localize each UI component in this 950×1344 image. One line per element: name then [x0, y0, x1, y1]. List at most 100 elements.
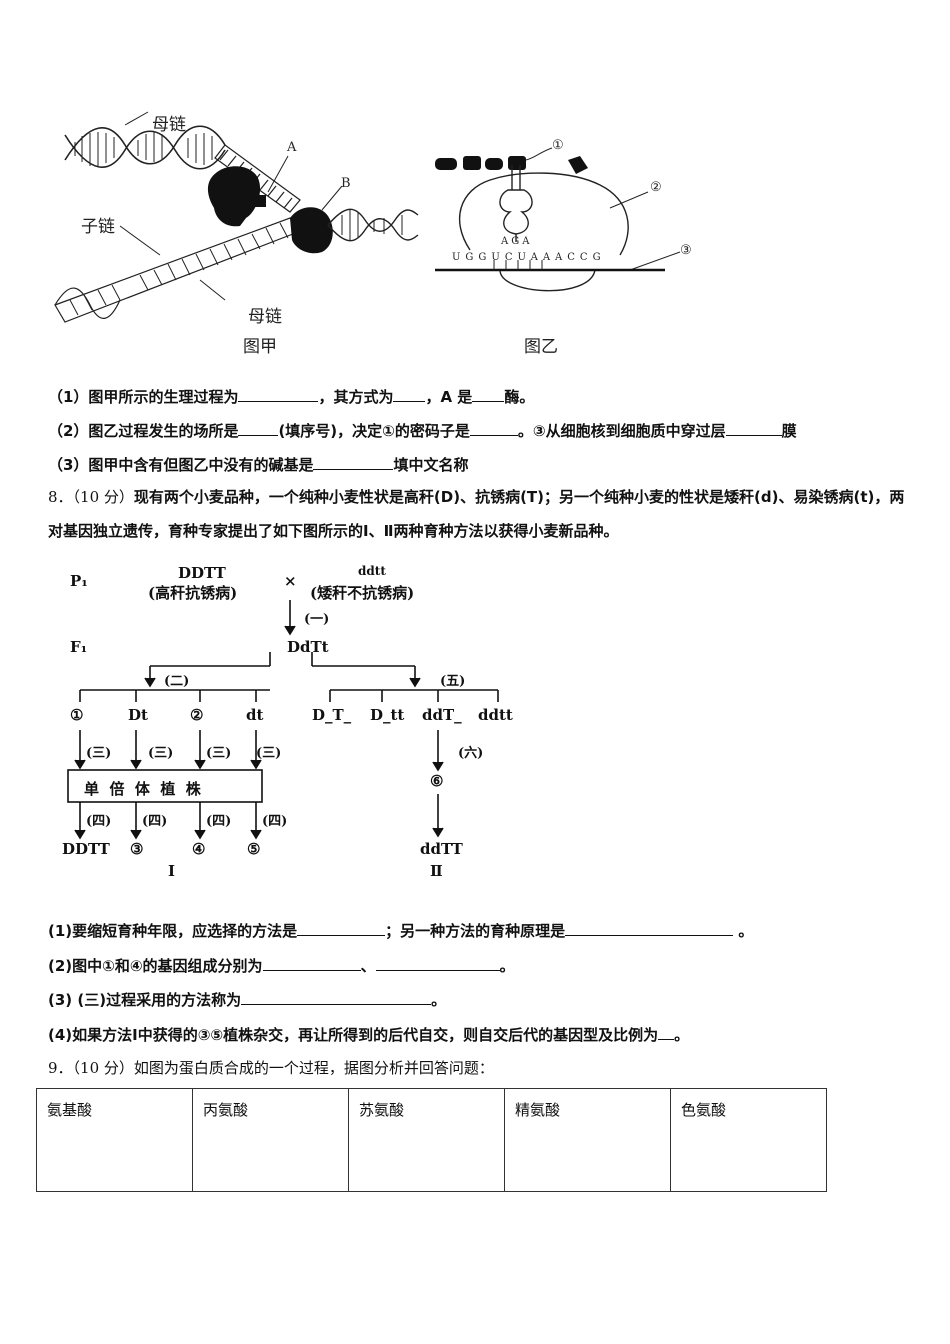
- f1-label: F₁: [70, 638, 88, 656]
- q7-line3-text-a: （3）图甲中含有但图乙中没有的碱基是: [48, 456, 314, 474]
- q8-sub-2: (2)图中①和④的基因组成分别为 、 。: [48, 955, 515, 976]
- q9-stem: 9．（10 分）如图为蛋白质合成的一个过程，据图分析并回答问题：: [48, 1057, 494, 1078]
- right-result-item: ddTT: [420, 840, 463, 858]
- marker-1: ①: [552, 138, 564, 153]
- answer-blank[interactable]: [375, 956, 500, 971]
- left-result-item: ③: [130, 840, 144, 858]
- top-helix: [64, 125, 226, 170]
- step-4-label: (四): [86, 814, 112, 829]
- step-1-label: (一): [304, 612, 330, 627]
- q7-line1-text-b: ，其方式为: [318, 388, 394, 406]
- right-helix: [327, 208, 419, 242]
- figure-jia-dna-replication: [54, 111, 419, 323]
- step-3-label: (三): [256, 746, 282, 761]
- q7-line2-text-d: 膜: [781, 422, 797, 440]
- answer-blank[interactable]: [238, 421, 279, 436]
- q8-sub4-text-b: 。: [674, 1026, 690, 1044]
- answer-blank[interactable]: [469, 421, 518, 436]
- answer-blank[interactable]: [725, 421, 782, 436]
- q8-stem: 8．（10 分）现有两个小麦品种，一个纯种小麦性状是高秆(D)、抗锈病(T)；另…: [48, 480, 910, 548]
- ribosome: [459, 172, 629, 292]
- figure-jia-caption: 图甲: [243, 337, 277, 357]
- step-3-label: (三): [206, 746, 232, 761]
- q8-sub3-text-a: (3) (三)过程采用的方法称为: [48, 991, 242, 1009]
- parent2-trait: (矮秆不抗锈病): [310, 584, 415, 602]
- q8-sub-4: (4)如果方法Ⅰ中获得的③⑤植株杂交，再让所得到的后代自交，则自交后代的基因型及…: [48, 1024, 689, 1045]
- step-5-label: (五): [440, 674, 466, 689]
- breeding-diagram: [67, 600, 499, 840]
- haploid-box-label: 单 倍 体 植 株: [84, 780, 201, 798]
- q9-number: 9．（10 分）: [48, 1059, 134, 1077]
- answer-blank[interactable]: [262, 956, 361, 971]
- q8-sub1-text-c: 。: [733, 922, 754, 940]
- mrna-sequence: UGGUCUAAACCG: [452, 252, 606, 263]
- enzyme-b-shape: [290, 207, 333, 254]
- answer-blank[interactable]: [241, 990, 432, 1005]
- amino-acid-table: 氨基酸 丙氨酸 苏氨酸 精氨酸 色氨酸: [36, 1088, 827, 1192]
- answer-blank[interactable]: [313, 455, 394, 470]
- left-row-item: dt: [246, 706, 264, 724]
- right-row-item: D_tt: [370, 706, 405, 724]
- q8-sub-3: (3) (三)过程采用的方法称为 。: [48, 989, 446, 1010]
- q8-sub4-text-a: (4)如果方法Ⅰ中获得的③⑤植株杂交，再让所得到的后代自交，则自交后代的基因型及…: [48, 1026, 659, 1044]
- figure-yi-translation: [435, 147, 681, 292]
- parent2-genotype: ddtt: [358, 564, 386, 578]
- step-4-label: (四): [206, 814, 232, 829]
- q8-number: 8．（10 分）: [48, 488, 134, 506]
- q7-line1-text-a: （1）图甲所示的生理过程为: [48, 388, 239, 406]
- q8-sub3-text-b: 。: [431, 991, 447, 1009]
- answer-blank[interactable]: [565, 921, 734, 936]
- cross-symbol: ×: [284, 572, 297, 590]
- table-cell: 丙氨酸: [192, 1088, 349, 1192]
- parent1-trait: (高秆抗锈病): [148, 584, 238, 602]
- answer-blank[interactable]: [238, 387, 319, 402]
- answer-blank[interactable]: [658, 1025, 675, 1040]
- anticodon-text: AGA: [501, 236, 533, 247]
- step-4-label: (四): [142, 814, 168, 829]
- peptide-chain: [435, 156, 588, 174]
- q8-sub2-text-b: 、: [360, 957, 376, 975]
- table-cell: 苏氨酸: [348, 1088, 505, 1192]
- q8-sub2-text-c: 。: [499, 957, 515, 975]
- step-4-label: (四): [262, 814, 288, 829]
- label-mother-strand-bottom: 母链: [248, 307, 282, 327]
- enzyme-a-shape: [207, 166, 266, 227]
- table-cell: 氨基酸: [36, 1088, 193, 1192]
- q8-sub2-text-a: (2)图中①和④的基因组成分别为: [48, 957, 263, 975]
- f1-genotype: DdTt: [287, 638, 329, 656]
- left-row-item: ①: [70, 706, 84, 724]
- q7-line3-text-b: 填中文名称: [393, 456, 469, 474]
- label-enzyme-a: A: [287, 140, 297, 155]
- step-2-label: (二): [164, 674, 190, 689]
- q7-line2-text-b: (填序号)，决定①的密码子是: [278, 422, 470, 440]
- q7-line1-text-d: 酶。: [504, 388, 535, 406]
- table-cell: 色氨酸: [670, 1088, 827, 1192]
- trna: [499, 165, 533, 242]
- parent1-genotype: DDTT: [178, 564, 226, 582]
- answer-blank[interactable]: [297, 921, 386, 936]
- left-result-item: DDTT: [62, 840, 110, 858]
- method-1-label: Ⅰ: [168, 862, 176, 880]
- q7-line2-text-a: （2）图乙过程发生的场所是: [48, 422, 239, 440]
- answer-blank[interactable]: [393, 387, 426, 402]
- left-row-item: ②: [190, 706, 204, 724]
- q7-line-2: （2）图乙过程发生的场所是(填序号)，决定①的密码子是。③从细胞核到细胞质中穿过…: [48, 420, 797, 441]
- right-row-item: D_T_: [312, 706, 352, 724]
- step-6-label: (六): [458, 746, 484, 761]
- left-result-item: ④: [192, 840, 206, 858]
- table-cell: 精氨酸: [504, 1088, 671, 1192]
- method-2-label: Ⅱ: [430, 862, 443, 880]
- q8-sub1-text-a: (1)要缩短育种年限，应选择的方法是: [48, 922, 298, 940]
- left-result-item: ⑤: [247, 840, 261, 858]
- marker-2: ②: [650, 180, 662, 195]
- label-mother-strand-top: 母链: [152, 115, 186, 135]
- q8-text: 现有两个小麦品种，一个纯种小麦性状是高秆(D)、抗锈病(T)；另一个纯种小麦的性…: [48, 488, 905, 540]
- q7-line1-text-c: ，A 是: [425, 388, 473, 406]
- pointer-lines: [119, 111, 343, 301]
- figure-yi-caption: 图乙: [524, 337, 558, 357]
- label-daughter-strand: 子链: [81, 217, 115, 237]
- answer-blank[interactable]: [472, 387, 505, 402]
- right-row-item: ddtt: [478, 706, 513, 724]
- step-3-label: (三): [86, 746, 112, 761]
- right-mid-item: ⑥: [430, 772, 444, 790]
